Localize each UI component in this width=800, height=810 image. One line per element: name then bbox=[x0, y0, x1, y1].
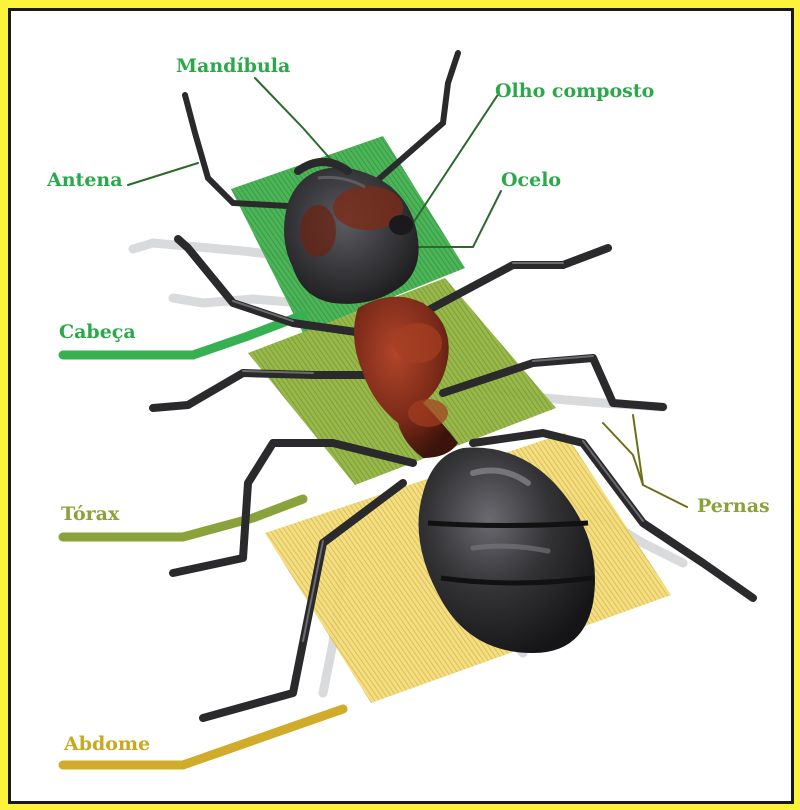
ant-anatomy-diagram bbox=[11, 11, 794, 804]
label-olho-composto: Olho composto bbox=[495, 80, 654, 102]
label-ocelo: Ocelo bbox=[501, 169, 561, 191]
label-torax: Tórax bbox=[61, 503, 119, 525]
label-abdome: Abdome bbox=[64, 733, 150, 755]
diagram-panel: Mandíbula Olho composto Antena Ocelo Cab… bbox=[8, 8, 794, 804]
label-pernas: Pernas bbox=[697, 495, 770, 517]
label-antena: Antena bbox=[47, 169, 123, 191]
label-mandibula: Mandíbula bbox=[176, 55, 290, 77]
label-cabeca: Cabeça bbox=[59, 321, 136, 343]
